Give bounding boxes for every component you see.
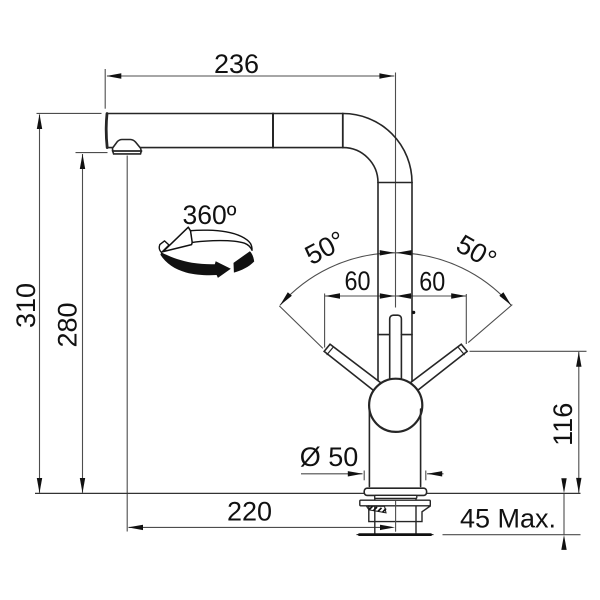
svg-text:116: 116 [548, 403, 578, 446]
svg-text:220: 220 [227, 497, 272, 527]
svg-text:45 Max.: 45 Max. [460, 503, 556, 533]
svg-text:60: 60 [419, 267, 445, 297]
svg-text:60: 60 [345, 266, 371, 296]
svg-text:280: 280 [53, 302, 83, 347]
svg-text:Ø 50: Ø 50 [300, 442, 359, 472]
svg-text:360º: 360º [183, 200, 237, 230]
svg-text:236: 236 [214, 49, 259, 79]
svg-text:310: 310 [11, 283, 41, 328]
